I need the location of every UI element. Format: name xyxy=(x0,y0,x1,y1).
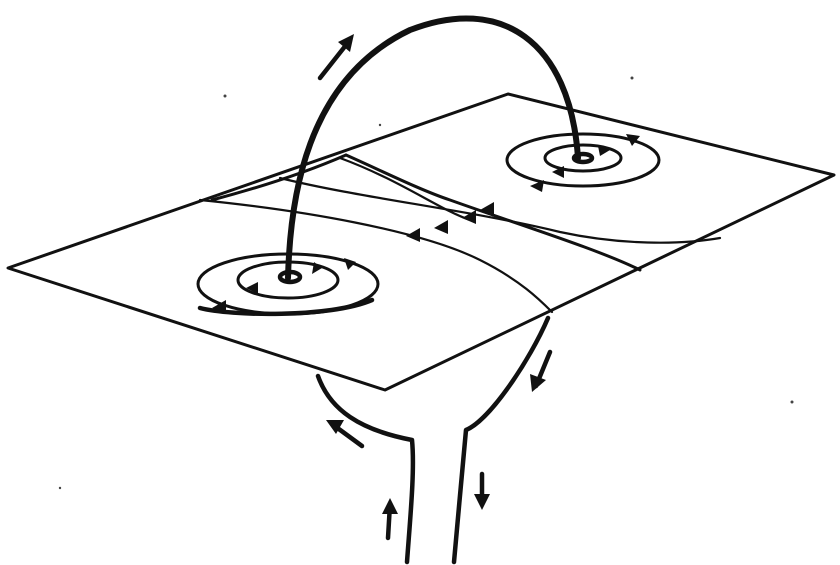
separatrix-arrowhead xyxy=(406,228,420,242)
tube-arrow-left xyxy=(326,420,362,446)
downflow-arrow-right xyxy=(530,352,550,392)
plane-divider xyxy=(212,155,346,200)
upflow-arrow xyxy=(382,498,398,538)
arch-arrow-up xyxy=(320,34,354,78)
separatrix-arrowhead xyxy=(434,220,448,234)
downflow-arrow-column xyxy=(474,474,490,510)
field-line-arch xyxy=(288,18,578,278)
right-vortex xyxy=(507,134,659,186)
tilted-plane xyxy=(8,94,834,390)
